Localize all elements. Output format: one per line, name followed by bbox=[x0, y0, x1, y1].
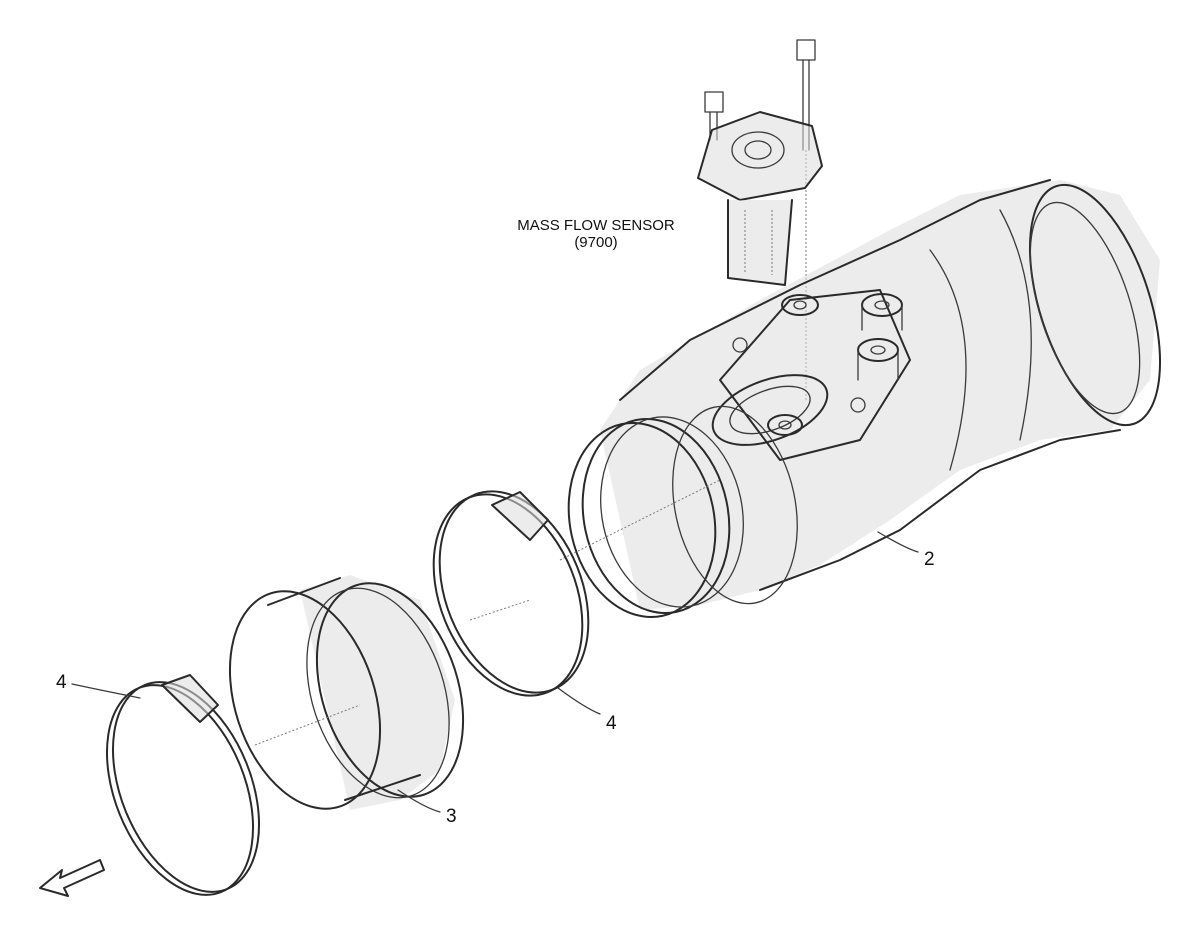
housing-boss bbox=[861, 293, 903, 331]
clamp-part-4-upper bbox=[432, 490, 590, 697]
callout-3: 3 bbox=[446, 806, 457, 827]
housing-boss bbox=[767, 414, 803, 436]
hose-part-3 bbox=[228, 575, 465, 810]
callout-2: 2 bbox=[924, 549, 935, 570]
callout-4-right: 4 bbox=[606, 713, 617, 734]
sensor-housing-part-2 bbox=[559, 179, 1162, 619]
leader-line-2 bbox=[877, 531, 919, 553]
sensor-label-line1: MASS FLOW SENSOR bbox=[517, 217, 675, 234]
clamp-part-4-lower bbox=[105, 674, 261, 896]
mass-flow-sensor bbox=[697, 39, 823, 400]
callout-4-left: 4 bbox=[56, 672, 67, 693]
sensor-label-line2: (9700) bbox=[574, 234, 617, 251]
leader-line-4-right bbox=[557, 687, 601, 715]
sensor-body bbox=[697, 111, 823, 286]
housing-boss bbox=[857, 338, 899, 381]
flow-direction-arrow-icon bbox=[39, 859, 105, 897]
leader-line-3 bbox=[397, 789, 441, 813]
housing-boss bbox=[781, 294, 819, 316]
leader-line-4-left bbox=[71, 683, 141, 699]
